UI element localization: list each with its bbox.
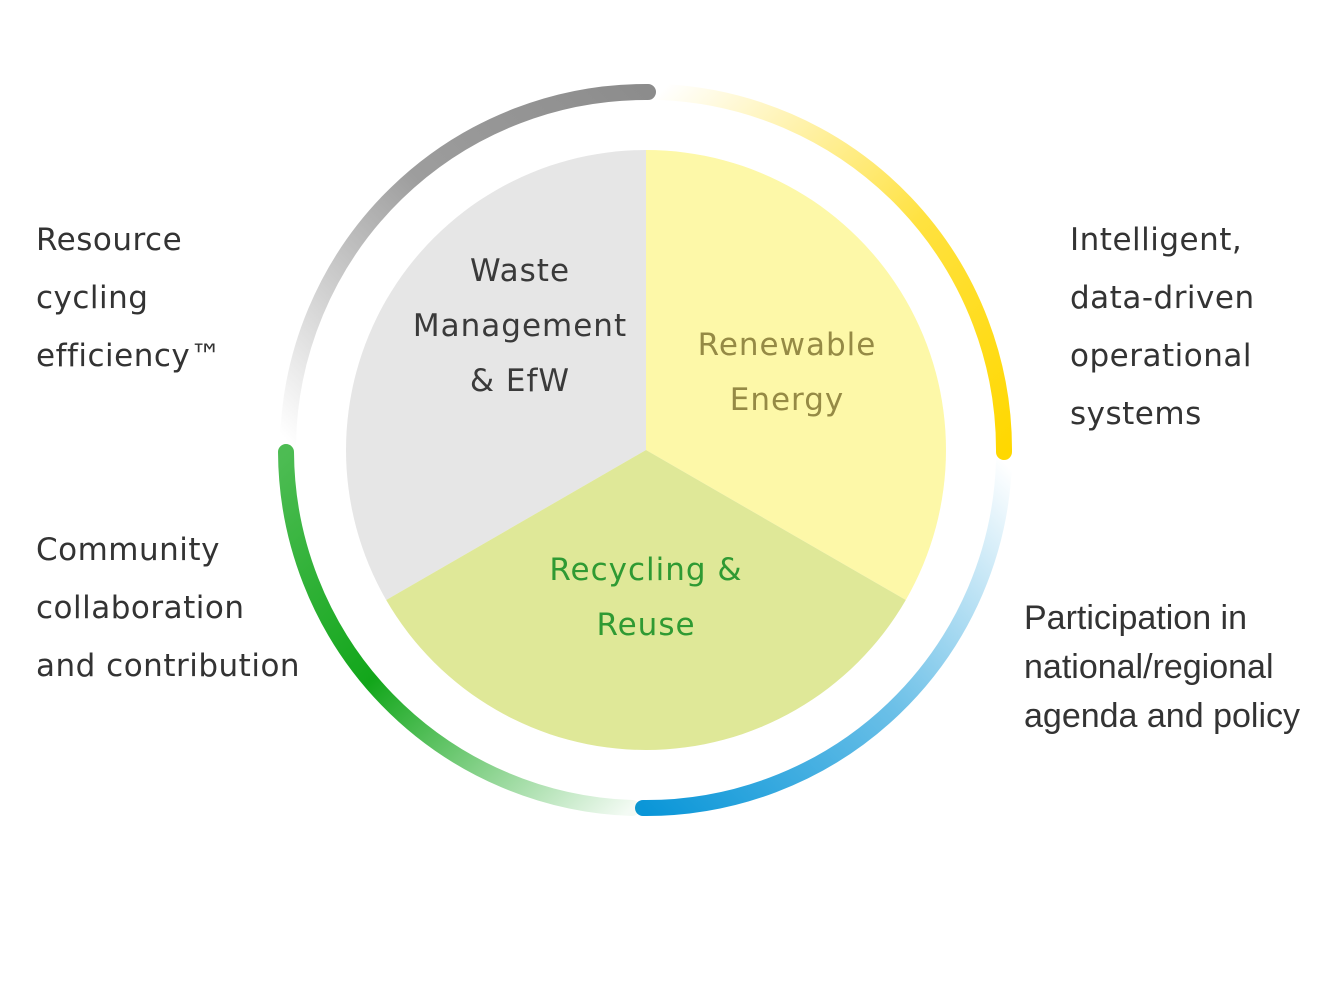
waste-label-line-2: Management bbox=[412, 308, 628, 344]
intelligent-systems-label: Intelligent, data-driven operational sys… bbox=[1070, 211, 1255, 443]
renewable-label-line-2: Energy bbox=[729, 382, 845, 418]
waste-label-line-3: & EfW bbox=[469, 363, 571, 399]
recycling-label-line-2: Reuse bbox=[596, 607, 696, 643]
recycling-reuse-sector bbox=[386, 450, 906, 750]
community-label-line-1: Community bbox=[36, 532, 220, 568]
intelligent-label-line-2: data-driven bbox=[1070, 280, 1255, 316]
participation-label-line-1: Participation in bbox=[1024, 599, 1248, 637]
yellow-ring-arc bbox=[652, 84, 1013, 460]
renewable-energy-label: Renewable Energy bbox=[676, 318, 898, 428]
participation-label-line-3: agenda and policy bbox=[1024, 697, 1301, 735]
participation-label-line-2: national/regional bbox=[1024, 648, 1274, 686]
resource-cycling-label: Resource cycling efficiency™ bbox=[36, 211, 222, 385]
community-label-line-3: and contribution bbox=[36, 648, 301, 684]
community-label-line-2: collaboration bbox=[36, 590, 245, 626]
green-ring-arc bbox=[278, 444, 640, 816]
waste-management-label: Waste Management & EfW bbox=[404, 244, 636, 409]
resource-label-line-3: efficiency™ bbox=[36, 338, 222, 374]
blue-ring-arc bbox=[635, 454, 1012, 817]
intelligent-label-line-3: operational bbox=[1070, 338, 1252, 374]
gray-ring-arc bbox=[280, 83, 656, 450]
renewable-label-line-1: Renewable bbox=[697, 327, 877, 363]
resource-label-line-2: cycling bbox=[36, 280, 149, 316]
participation-policy-label: Participation in national/regional agend… bbox=[1024, 594, 1300, 741]
intelligent-label-line-4: systems bbox=[1070, 396, 1202, 432]
recycling-reuse-label: Recycling & Reuse bbox=[526, 543, 766, 653]
recycling-label-line-1: Recycling & bbox=[549, 552, 743, 588]
renewable-energy-sector bbox=[646, 150, 946, 600]
waste-label-line-1: Waste bbox=[469, 253, 571, 289]
intelligent-label-line-1: Intelligent, bbox=[1070, 222, 1243, 258]
community-collaboration-label: Community collaboration and contribution bbox=[36, 521, 300, 695]
resource-label-line-1: Resource bbox=[36, 222, 183, 258]
waste-management-sector bbox=[346, 150, 646, 600]
